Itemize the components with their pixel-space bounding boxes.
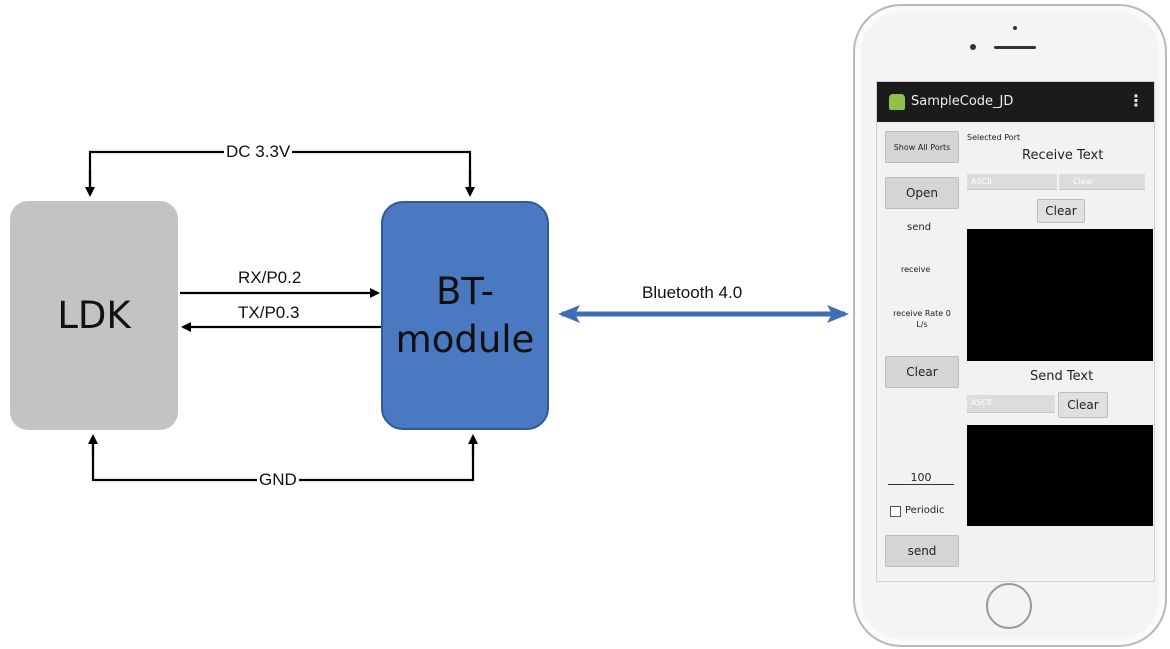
- receive-clear-small-field[interactable]: Clear: [1059, 174, 1145, 190]
- receive-clear-button[interactable]: Clear: [1037, 199, 1085, 223]
- send-counter-label: send: [907, 222, 932, 233]
- selected-port-label: Selected Port: [967, 133, 1021, 142]
- send-clear-button[interactable]: Clear: [1058, 392, 1108, 418]
- tx-label: TX/P0.3: [236, 303, 302, 323]
- gnd-label: GND: [257, 470, 299, 490]
- send-button[interactable]: send: [885, 535, 959, 567]
- android-icon: [889, 94, 905, 110]
- send-text-title: Send Text: [1030, 369, 1094, 384]
- bt-module-block: BT- module: [381, 201, 549, 430]
- app-bar: SampleCode_JD ⋮: [877, 82, 1154, 122]
- overflow-menu-icon[interactable]: ⋮: [1128, 91, 1144, 110]
- periodic-label: Periodic: [905, 505, 945, 516]
- send-ascii-select[interactable]: ASCII: [967, 395, 1055, 413]
- home-button[interactable]: [986, 583, 1032, 629]
- show-all-ports-button[interactable]: Show All Ports: [885, 131, 959, 163]
- speaker-grille: [994, 46, 1036, 49]
- front-sensor-icon: [1013, 26, 1017, 30]
- phone-device: SampleCode_JD ⋮ Show All Ports Open send…: [853, 4, 1167, 647]
- send-text-area[interactable]: [967, 425, 1153, 526]
- receive-text-title: Receive Text: [1022, 148, 1104, 163]
- open-button[interactable]: Open: [885, 177, 959, 209]
- power-label: DC 3.3V: [224, 142, 293, 162]
- bt-label-line2: module: [395, 317, 535, 361]
- receive-text-area[interactable]: [967, 229, 1153, 361]
- rx-label: RX/P0.2: [236, 268, 304, 288]
- receive-ascii-select[interactable]: ASCII: [967, 174, 1057, 190]
- app-screen: SampleCode_JD ⋮ Show All Ports Open send…: [876, 81, 1155, 582]
- ldk-label: LDK: [57, 294, 131, 337]
- receive-counter-label: receive: [901, 265, 931, 274]
- clear-counters-button[interactable]: Clear: [885, 356, 959, 388]
- periodic-checkbox[interactable]: [890, 506, 901, 517]
- ldk-block: LDK: [10, 201, 178, 430]
- period-input[interactable]: 100: [888, 471, 954, 485]
- front-camera-icon: [970, 44, 976, 50]
- receive-rate-label: receive Rate 0 L/s: [893, 309, 951, 329]
- bt-label-line1: BT-: [436, 269, 494, 313]
- app-title: SampleCode_JD: [911, 94, 1014, 109]
- bluetooth-label: Bluetooth 4.0: [640, 283, 745, 303]
